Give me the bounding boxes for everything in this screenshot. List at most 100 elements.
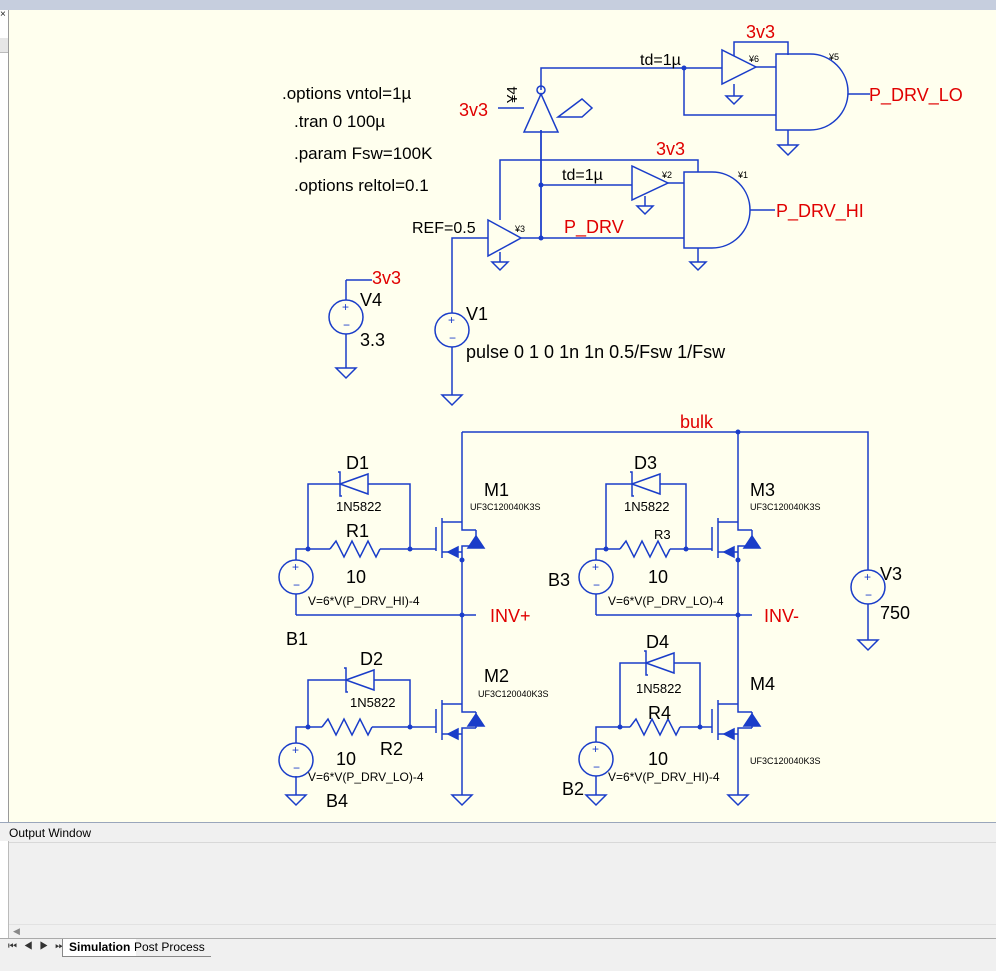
directive-tran[interactable]: .tran 0 100µ [294,112,385,131]
diode-d2-value: 1N5822 [350,695,396,710]
tab-simulation[interactable]: Simulation [62,939,137,957]
directive-param[interactable]: .param Fsw=100K [294,144,433,163]
net-label-3v3-u6: 3v3 [746,22,775,42]
source-b4-name: B4 [326,791,348,811]
buffer-u3[interactable] [487,218,523,258]
source-v4-name: V4 [360,290,382,310]
source-b3[interactable] [578,559,614,595]
buffer-u6[interactable] [721,48,758,86]
resistor-r3-name: R3 [654,527,671,542]
net-label-p-drv: P_DRV [564,217,624,238]
source-v4[interactable] [328,299,364,335]
buffer-u4-bubble [536,85,546,95]
resistor-r1[interactable] [329,539,381,559]
gate-attr-td-u2: td=1µ [562,167,603,184]
source-b1[interactable] [278,559,314,595]
mosfet-m1[interactable] [435,518,486,559]
mosfet-m1-value: UF3C120040K3S [470,502,541,512]
resistor-r4[interactable] [629,717,681,737]
diode-d1-name: D1 [346,453,369,473]
mosfet-m3-value: UF3C120040K3S [750,502,821,512]
mosfet-m3[interactable] [711,518,762,559]
source-v3-value: 750 [880,603,910,623]
source-b3-name: B3 [548,570,570,590]
mosfet-m2-value: UF3C120040K3S [478,689,549,699]
tab-post-process[interactable]: Post Process [128,939,211,957]
panel-tab[interactable] [0,38,8,53]
gate-label-u4: ¥4 [504,86,521,104]
directive-options-vntol[interactable]: .options vntol=1µ [282,84,412,103]
source-v1[interactable] [434,312,470,348]
net-label-p-drv-lo: P_DRV_LO [869,85,963,106]
source-b4-value: V=6*V(P_DRV_LO)-4 [308,770,424,784]
scroll-left-icon[interactable]: ◀ [13,926,20,936]
diode-d4[interactable] [643,650,675,676]
output-window: Output Window ◀ ⏮ ◀ ▶ ⏭ Simulation Post … [0,822,996,971]
gate-label-u5: ¥5 [828,52,839,62]
svg-text:+: + [592,560,599,574]
directive-options-reltol[interactable]: .options reltol=0.1 [294,176,429,195]
output-window-body[interactable] [9,842,996,925]
source-v1-value: pulse 0 1 0 1n 1n 0.5/Fsw 1/Fsw [466,342,726,362]
source-b2-name: B2 [562,779,584,799]
resistor-r1-value: 10 [346,567,366,587]
schematic-canvas[interactable]: +− +− +− +− +− +− +− [9,10,996,822]
mosfet-m1-name: M1 [484,480,509,500]
junctions [305,65,741,730]
tab-navigation-icons[interactable]: ⏮ ◀ ▶ ⏭ [8,941,67,952]
and-gate-u5[interactable] [775,53,849,131]
gate-label-u1: ¥1 [737,170,748,180]
diode-d3-value: 1N5822 [624,499,670,514]
and-gate-u1[interactable] [683,171,751,249]
mosfet-m2[interactable] [435,700,486,741]
gate-label-u6: ¥6 [748,54,759,64]
svg-text:+: + [592,742,599,756]
net-label-bulk: bulk [680,412,714,432]
source-polarity: +− +− +− +− +− +− +− [292,300,872,775]
mosfet-m2-name: M2 [484,666,509,686]
svg-text:+: + [342,300,349,314]
diode-d4-name: D4 [646,632,669,652]
source-b4[interactable] [278,742,314,778]
net-label-3v3-v4: 3v3 [372,268,401,288]
gate-attr-ref-u3: REF=0.5 [412,220,476,237]
diode-d2[interactable] [343,667,375,693]
resistor-r4-value: 10 [648,749,668,769]
net-label-3v3-u2: 3v3 [656,139,685,159]
buffer-u4[interactable] [522,92,560,133]
diode-d2-name: D2 [360,649,383,669]
svg-text:−: − [593,760,600,774]
source-v3[interactable] [850,569,886,605]
net-label-p-drv-hi: P_DRV_HI [776,201,864,222]
source-v3-name: V3 [880,564,902,584]
net-label-inv-minus: INV- [764,606,799,626]
mosfet-m4-value: UF3C120040K3S [750,756,821,766]
svg-text:+: + [448,313,455,327]
source-b1-value: V=6*V(P_DRV_HI)-4 [308,594,420,608]
gate-label-u2: ¥2 [661,170,672,180]
horizontal-scrollbar[interactable]: ◀ [9,924,996,939]
net-label-inv-plus: INV+ [490,606,531,626]
resistor-r2[interactable] [321,717,373,737]
svg-text:−: − [865,588,872,602]
svg-text:+: + [292,743,299,757]
gate-attr-td-u6: td=1µ [640,52,681,69]
buffer-u4-output [555,98,594,118]
mosfet-m4[interactable] [711,700,762,741]
output-window-left-bar [0,841,9,939]
svg-text:+: + [292,560,299,574]
resistor-r3[interactable] [619,539,671,559]
source-v4-value: 3.3 [360,330,385,350]
resistor-r2-name: R2 [380,739,403,759]
svg-text:−: − [293,578,300,592]
source-b2[interactable] [578,741,614,777]
mosfet-m3-name: M3 [750,480,775,500]
diode-d3[interactable] [629,471,661,497]
left-panel: × [0,10,9,822]
resistor-r3-value: 10 [648,567,668,587]
ground-symbols [284,95,880,807]
diode-d1[interactable] [337,471,369,497]
resistor-r1-name: R1 [346,521,369,541]
close-icon[interactable]: × [0,9,6,20]
buffer-u2[interactable] [631,164,670,202]
